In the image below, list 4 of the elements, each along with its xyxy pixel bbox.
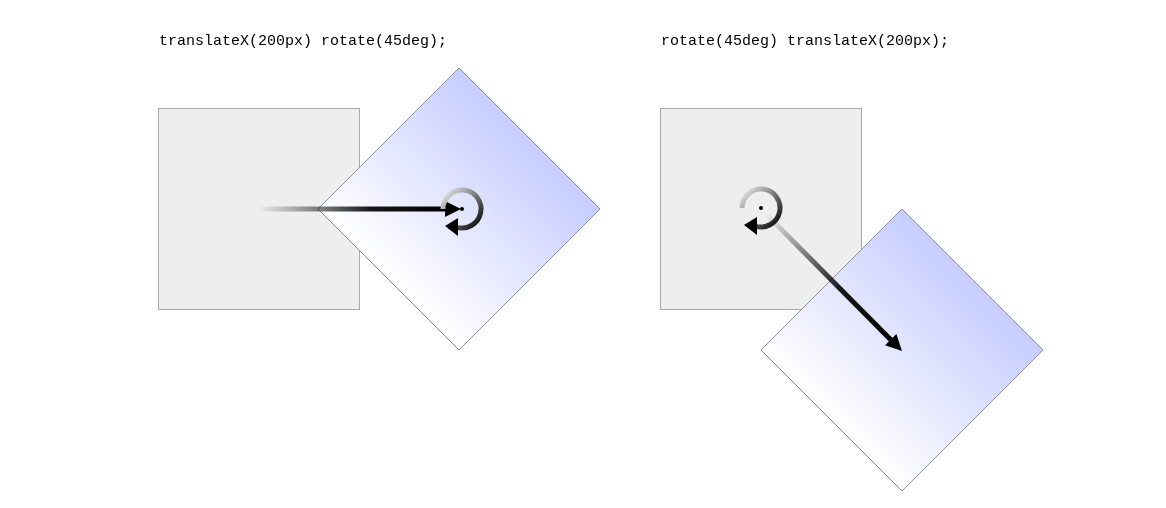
- code-label: translateX(200px) rotate(45deg);: [159, 33, 448, 50]
- arrow: [764, 212, 902, 351]
- arrow: [258, 201, 461, 217]
- code-label: rotate(45deg) translateX(200px);: [661, 33, 950, 50]
